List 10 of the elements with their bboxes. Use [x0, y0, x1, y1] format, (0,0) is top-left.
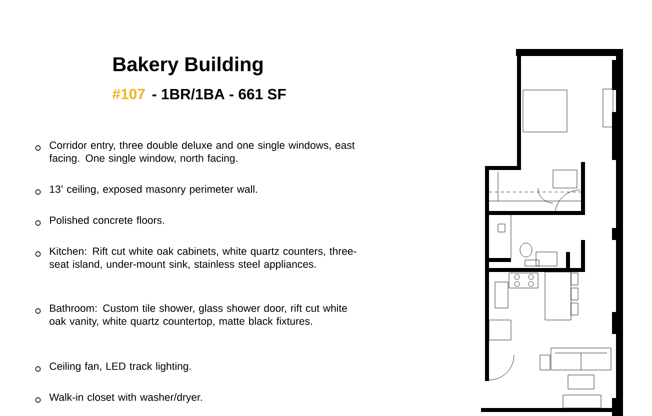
feature-text: Polished concrete floors. [50, 216, 164, 224]
feature-text: Kitchen: Rift cut white oak cabinets, white quartz counters, three-seat island, under-mount sink, stainless steel appliances. [50, 247, 356, 270]
feature-text: 13’ ceiling, exposed masonry perimeter wall. [50, 185, 257, 195]
unit-number: #107 [112, 88, 145, 100]
feature-text: Walk-in closet with washer/dryer. [49, 393, 202, 403]
feature-text: Bathroom: Custom tile shower, glass shower door, rift cut white oak vanity, white quartz countertop, matte black fixtures. [50, 304, 347, 327]
title: Bakery Building [114, 56, 263, 76]
unit-summary: - 1BR/1BA - 661 SF [152, 88, 286, 100]
feature-text: Corridor entry, three double deluxe and one single windows, east facing. One single window, north facing. [49, 141, 355, 164]
feature-text: Ceiling fan, LED track lighting. [50, 362, 191, 372]
